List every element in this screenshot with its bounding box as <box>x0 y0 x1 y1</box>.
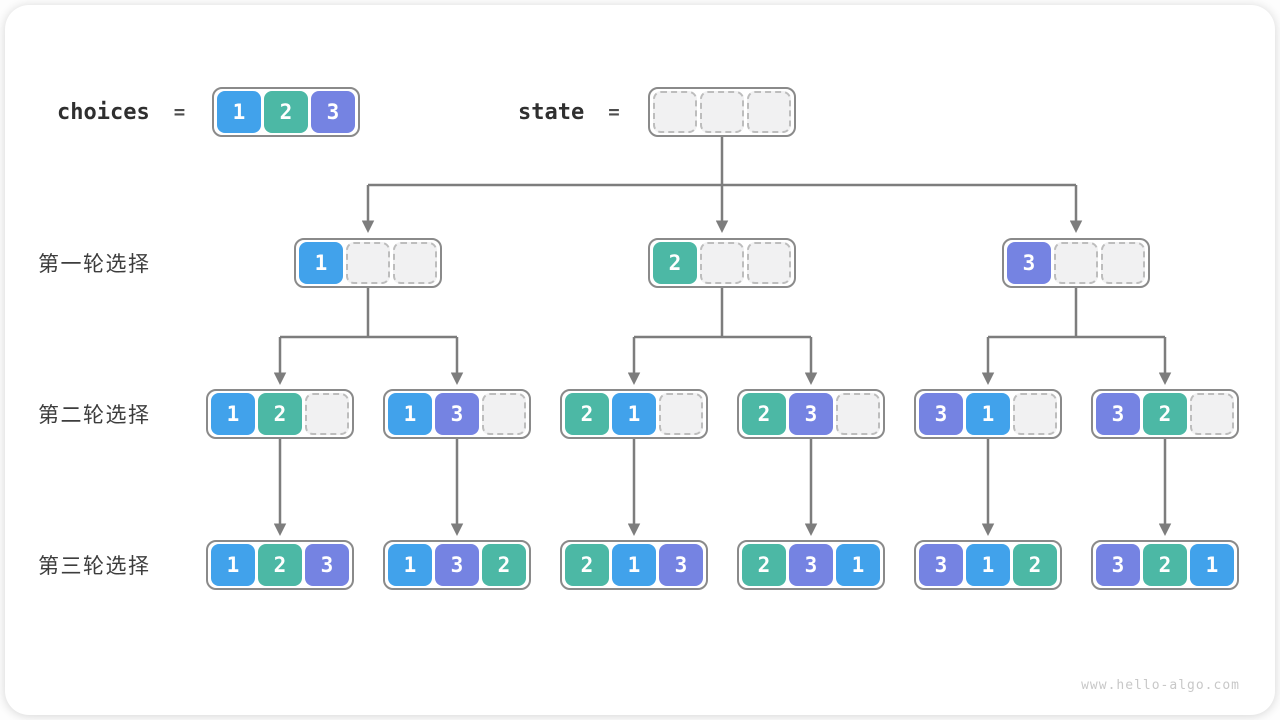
array-cell: 3 <box>435 544 479 586</box>
array-cell <box>482 393 526 435</box>
array-cell: 1 <box>388 544 432 586</box>
array-cell: 1 <box>211 393 255 435</box>
array-cell: 1 <box>612 393 656 435</box>
state-label: state <box>518 99 585 125</box>
node-box: 3 1 2 <box>914 540 1062 590</box>
array-cell <box>747 242 791 284</box>
array-cell: 2 <box>742 393 786 435</box>
array-cell: 1 <box>388 393 432 435</box>
array-cell <box>1054 242 1098 284</box>
node-box: 3 2 <box>1091 389 1239 439</box>
array-cell: 3 <box>1007 242 1051 284</box>
node-box: 1 2 <box>206 389 354 439</box>
array-cell: 3 <box>919 544 963 586</box>
array-cell <box>700 91 744 133</box>
array-cell: 1 <box>217 91 261 133</box>
node-box: 2 1 <box>560 389 708 439</box>
array-cell: 1 <box>211 544 255 586</box>
array-cell <box>747 91 791 133</box>
array-cell: 3 <box>305 544 349 586</box>
choices-label: choices <box>57 99 150 125</box>
array-cell <box>305 393 349 435</box>
node-box: 3 2 1 <box>1091 540 1239 590</box>
round-label-2: 第二轮选择 <box>38 404 151 427</box>
array-cell: 2 <box>1143 544 1187 586</box>
array-cell: 1 <box>966 393 1010 435</box>
array-cell <box>393 242 437 284</box>
array-cell <box>700 242 744 284</box>
array-cell: 2 <box>1013 544 1057 586</box>
round-label-3: 第三轮选择 <box>38 555 151 578</box>
array-cell: 3 <box>919 393 963 435</box>
watermark: www.hello-algo.com <box>1081 678 1240 693</box>
state-expression: state = <box>518 87 620 137</box>
choices-expression: choices = <box>57 87 185 137</box>
array-cell: 3 <box>789 544 833 586</box>
array-cell <box>1101 242 1145 284</box>
array-cell: 3 <box>311 91 355 133</box>
array-cell: 3 <box>789 393 833 435</box>
equals-sign: = <box>608 101 620 123</box>
array-cell: 3 <box>659 544 703 586</box>
node-box: 1 2 3 <box>206 540 354 590</box>
array-cell: 2 <box>742 544 786 586</box>
array-cell: 1 <box>299 242 343 284</box>
array-cell <box>1190 393 1234 435</box>
array-cell <box>659 393 703 435</box>
array-cell: 2 <box>482 544 526 586</box>
choices-box: 1 2 3 <box>212 87 360 137</box>
equals-sign: = <box>173 101 186 123</box>
array-cell <box>346 242 390 284</box>
array-cell: 2 <box>653 242 697 284</box>
array-cell: 1 <box>1190 544 1234 586</box>
array-cell: 2 <box>258 544 302 586</box>
node-box: 1 3 <box>383 389 531 439</box>
node-box: 1 3 2 <box>383 540 531 590</box>
array-cell: 2 <box>258 393 302 435</box>
node-box: 2 3 1 <box>737 540 885 590</box>
array-cell: 3 <box>435 393 479 435</box>
node-box: 2 1 3 <box>560 540 708 590</box>
array-cell: 3 <box>1096 393 1140 435</box>
state-box <box>648 87 796 137</box>
array-cell <box>836 393 880 435</box>
array-cell: 3 <box>1096 544 1140 586</box>
node-box: 2 3 <box>737 389 885 439</box>
node-box: 2 <box>648 238 796 288</box>
array-cell: 1 <box>836 544 880 586</box>
node-box: 1 <box>294 238 442 288</box>
node-box: 3 1 <box>914 389 1062 439</box>
node-box: 3 <box>1002 238 1150 288</box>
array-cell <box>1013 393 1057 435</box>
array-cell: 2 <box>565 544 609 586</box>
round-label-1: 第一轮选择 <box>38 253 151 276</box>
array-cell <box>653 91 697 133</box>
array-cell: 2 <box>1143 393 1187 435</box>
array-cell: 2 <box>264 91 308 133</box>
array-cell: 1 <box>612 544 656 586</box>
array-cell: 2 <box>565 393 609 435</box>
array-cell: 1 <box>966 544 1010 586</box>
